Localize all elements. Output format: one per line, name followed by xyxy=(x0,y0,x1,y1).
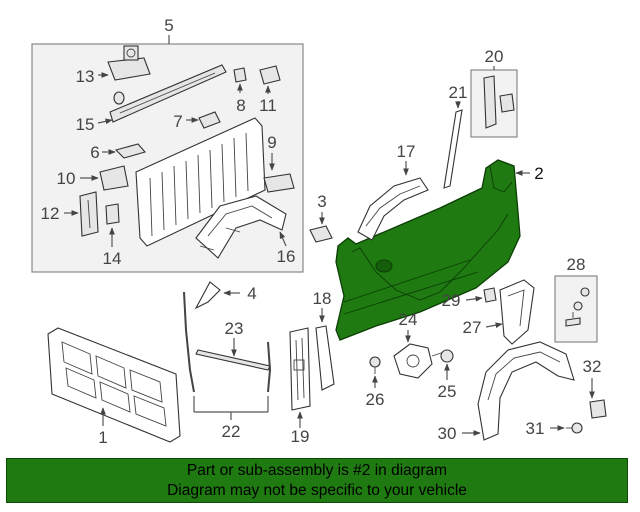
callout-23: 23 xyxy=(225,319,244,338)
disclaimer-banner: Part or sub-assembly is #2 in diagram Di… xyxy=(6,458,628,503)
callout-12: 12 xyxy=(41,204,60,223)
pillar-strip-part[interactable] xyxy=(443,109,463,189)
corner-cap-part[interactable] xyxy=(483,75,515,129)
callout-15: 15 xyxy=(76,115,95,134)
callout-5: 5 xyxy=(164,16,173,35)
screw-31-part[interactable] xyxy=(566,422,583,434)
callout-13: 13 xyxy=(76,67,95,86)
pillar-trim-18-part[interactable] xyxy=(315,325,335,391)
inner-box-side-panel[interactable] xyxy=(135,117,266,247)
small-bracket-part[interactable] xyxy=(259,65,281,85)
callout-25: 25 xyxy=(438,382,457,401)
bolt-26-part[interactable] xyxy=(369,356,381,374)
clip-29-part[interactable] xyxy=(483,287,497,303)
plug-part[interactable] xyxy=(113,91,125,105)
tailgate-part[interactable] xyxy=(47,327,181,443)
callout-9: 9 xyxy=(267,133,276,152)
fastener-set-part[interactable] xyxy=(565,287,590,327)
corner-post-part[interactable] xyxy=(289,327,311,411)
fuel-door-housing-part[interactable] xyxy=(393,343,445,379)
mount-bracket-part[interactable] xyxy=(99,165,129,191)
callout-28: 28 xyxy=(567,255,586,274)
callout-7: 7 xyxy=(173,112,182,131)
clip-3-part[interactable] xyxy=(309,225,333,243)
wheelhouse-liner-part[interactable] xyxy=(477,341,575,441)
banner-line-2: Diagram may not be specific to your vehi… xyxy=(167,482,467,499)
callout-31: 31 xyxy=(526,419,545,438)
callout-24: 24 xyxy=(399,310,418,329)
tie-down-anchor-part[interactable] xyxy=(107,45,151,81)
callout-32: 32 xyxy=(583,357,602,376)
callout-20: 20 xyxy=(485,47,504,66)
bracket-part[interactable] xyxy=(114,143,146,159)
bedside-panel-part-2[interactable] xyxy=(335,159,521,341)
clip-part[interactable] xyxy=(233,67,247,83)
callout-19: 19 xyxy=(291,427,310,446)
weatherstrip-4-part[interactable] xyxy=(194,281,221,310)
callout-22: 22 xyxy=(222,422,241,441)
callout-8: 8 xyxy=(236,96,245,115)
callout-26: 26 xyxy=(366,390,385,409)
parts-diagram: 5 13 15 8 11 7 9 6 10 12 14 16 3 17 21 2… xyxy=(31,16,607,447)
callout-16: 16 xyxy=(277,247,296,266)
splash-shield-part[interactable] xyxy=(499,279,535,345)
callout-2: 2 xyxy=(534,164,543,183)
callout-6: 6 xyxy=(90,143,99,162)
seal-right-part[interactable] xyxy=(267,341,272,393)
callout-4: 4 xyxy=(247,284,256,303)
callout-18: 18 xyxy=(313,289,332,308)
callout-11: 11 xyxy=(259,96,277,115)
plug-25-part[interactable] xyxy=(440,349,454,363)
plate-part[interactable] xyxy=(105,203,120,225)
callout-1: 1 xyxy=(98,428,107,447)
callout-29: 29 xyxy=(442,291,461,310)
strip-23-part[interactable] xyxy=(195,349,271,371)
wheel-flare-part[interactable] xyxy=(357,177,429,241)
callout-27: 27 xyxy=(463,318,482,337)
seal-left-part[interactable] xyxy=(183,291,195,393)
clip-32-part[interactable] xyxy=(589,399,607,419)
callout-21: 21 xyxy=(449,83,468,102)
inner-wheelhouse-part[interactable] xyxy=(195,195,287,259)
stake-bracket-part[interactable] xyxy=(263,173,295,193)
banner-line-1: Part or sub-assembly is #2 in diagram xyxy=(186,462,448,479)
callout-30: 30 xyxy=(438,424,457,443)
tag-part[interactable] xyxy=(198,111,221,129)
callout-17: 17 xyxy=(397,142,416,161)
callout-3: 3 xyxy=(317,192,326,211)
callout-10: 10 xyxy=(57,169,76,188)
callout-14: 14 xyxy=(103,249,122,268)
